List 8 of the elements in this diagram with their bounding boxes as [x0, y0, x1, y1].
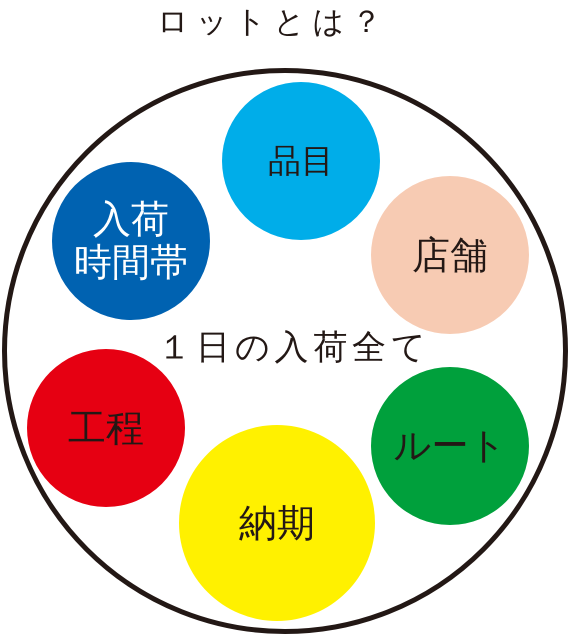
center-label: １日の入荷全て: [157, 326, 431, 370]
circle-label: 入荷時間帯: [74, 198, 188, 284]
circle-label: ルート: [394, 423, 506, 470]
diagram-title: ロットとは？: [157, 2, 389, 42]
circle-label: 納期: [239, 500, 315, 546]
circle-label: 店舗: [412, 232, 488, 278]
circle-label: 品目: [268, 140, 334, 182]
circle-label: 工程: [68, 404, 144, 452]
